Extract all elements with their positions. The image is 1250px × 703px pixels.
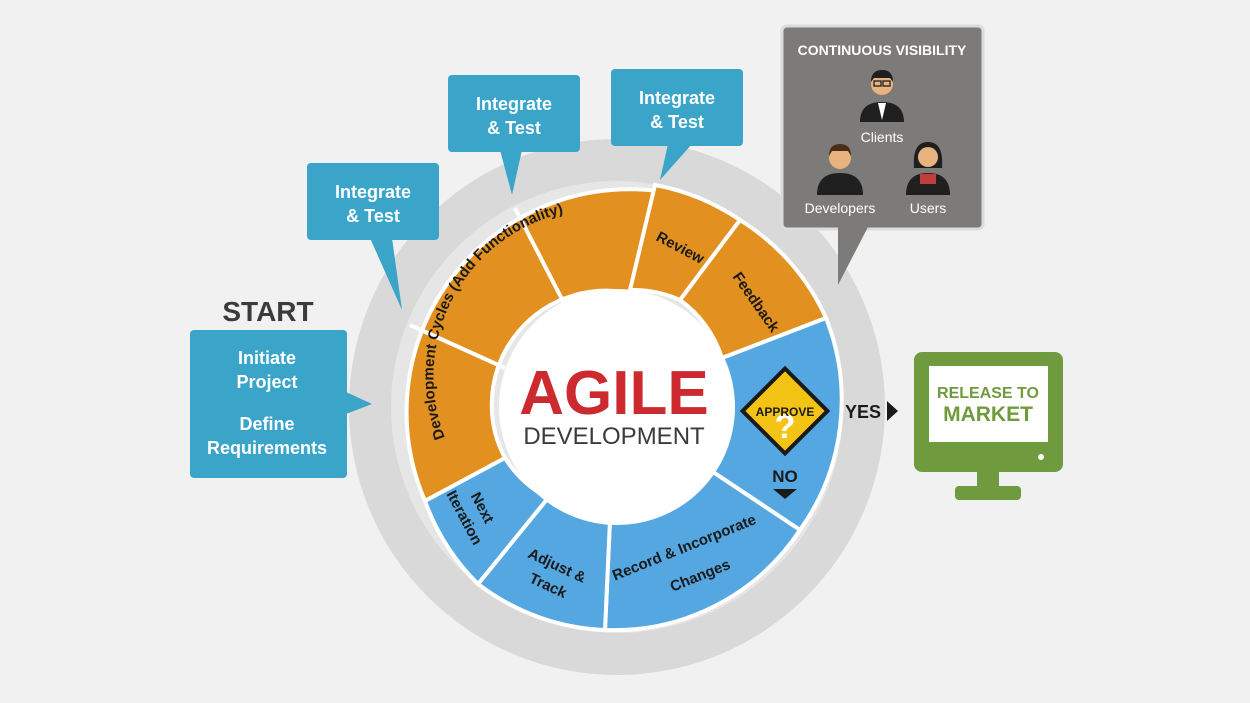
- bubble-line1: Integrate: [476, 94, 552, 114]
- approve-sign: ? APPROVE: [739, 365, 831, 457]
- client-person-icon: [860, 70, 904, 122]
- start-box: Initiate Project Define Requirements: [190, 330, 372, 478]
- release-line2: MARKET: [943, 403, 1033, 426]
- start-line-requirements: Requirements: [207, 438, 327, 458]
- yes-arrow-icon: [887, 401, 898, 421]
- integrate-bubble-3: Integrate & Test: [611, 69, 743, 180]
- visibility-box-tail: [838, 227, 868, 285]
- bubble-bg: [307, 163, 439, 240]
- clients-label: Clients: [861, 129, 904, 145]
- visibility-box: CONTINUOUS VISIBILITY Clients Developers…: [780, 24, 985, 285]
- start-line-define: Define: [239, 414, 294, 434]
- bubble-line1: Integrate: [639, 88, 715, 108]
- user-person-icon: [906, 142, 950, 195]
- divider-line: [409, 323, 506, 370]
- bubble-tail: [660, 144, 692, 180]
- center-subtitle: DEVELOPMENT: [523, 423, 705, 450]
- bubble-bg: [611, 69, 743, 146]
- center-title: AGILE: [519, 359, 708, 428]
- approve-label: APPROVE: [756, 405, 815, 419]
- bubble-line2: & Test: [487, 118, 541, 138]
- no-arrow-icon: [773, 489, 797, 499]
- monitor-icon: RELEASE TO MARKET: [914, 352, 1063, 500]
- approve-diamond: [739, 365, 831, 457]
- bubble-bg: [448, 75, 580, 152]
- integrate-bubble-1: Integrate & Test: [307, 163, 439, 310]
- monitor-power-dot: [1038, 454, 1044, 460]
- monitor-base: [955, 486, 1021, 500]
- integrate-bubble-2: Integrate & Test: [448, 75, 580, 195]
- yes-label: YES: [845, 402, 881, 422]
- start-line-project: Project: [236, 372, 297, 392]
- approve-question-icon: ?: [775, 408, 796, 446]
- bubble-line1: Integrate: [335, 182, 411, 202]
- bubble-line2: & Test: [650, 112, 704, 132]
- bubble-tail: [500, 150, 522, 195]
- bubble-line2: & Test: [346, 206, 400, 226]
- start-box-bg: [190, 330, 347, 478]
- developer-person-icon: [817, 144, 863, 195]
- center-circle: [499, 289, 735, 525]
- start-box-pointer: [346, 392, 372, 414]
- developers-label: Developers: [805, 200, 876, 216]
- no-label: NO: [772, 467, 798, 486]
- bubble-tail: [370, 238, 402, 310]
- monitor-screen: [929, 366, 1048, 442]
- visibility-title: CONTINUOUS VISIBILITY: [798, 42, 967, 58]
- start-title: START: [222, 296, 313, 327]
- release-line1: RELEASE TO: [937, 385, 1039, 402]
- divider-line: [513, 207, 567, 306]
- users-label: Users: [910, 200, 947, 216]
- monitor-neck: [977, 472, 999, 486]
- start-line-initiate: Initiate: [238, 348, 296, 368]
